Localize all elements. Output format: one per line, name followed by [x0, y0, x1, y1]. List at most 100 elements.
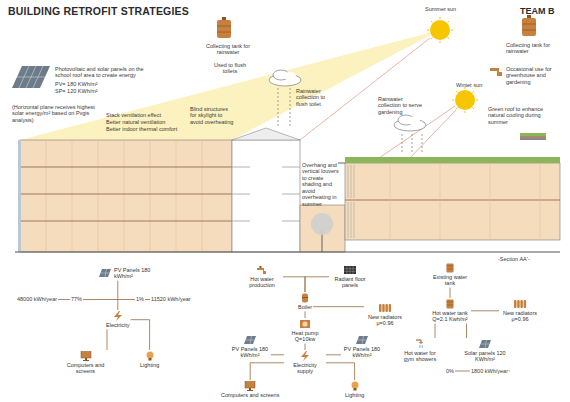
node-icon	[378, 303, 392, 313]
connector-line	[471, 310, 499, 311]
connector-block	[300, 205, 345, 252]
schematic-node: PV Panels 180 kWh/m²	[97, 266, 153, 281]
schematic-node: Hot water for gym showers	[399, 338, 441, 364]
node-icon	[298, 351, 312, 361]
node-text: Lighting	[345, 392, 364, 398]
node-icon	[298, 319, 312, 329]
node-text: PV Panels 180 kWh/m²	[114, 267, 152, 280]
connector-line	[450, 288, 451, 298]
solar-panel-roof-icon	[12, 66, 50, 88]
schematic-node: Radiant floor panels	[329, 264, 371, 290]
connector-line	[326, 363, 355, 380]
rain-tank-left	[217, 17, 231, 38]
node-text: New radiators μ=0.96	[365, 314, 405, 327]
node-text: Lighting	[140, 362, 159, 368]
connector-line	[305, 277, 329, 292]
node-icon	[478, 339, 492, 349]
connector-line	[326, 354, 341, 355]
ground-line	[15, 251, 560, 252]
node-text: Hot water production	[242, 276, 282, 289]
schematic-node: Computers and screens	[220, 380, 280, 399]
annotation-text: Occasional use for greenhouse and garden…	[506, 66, 554, 85]
connector-line	[305, 311, 306, 318]
annotation-text: (Horizontal plane receives highest solar…	[12, 104, 102, 123]
node-icon	[355, 335, 369, 345]
node-text: Radiant floor panels	[330, 276, 370, 289]
annotation-text: 0%	[445, 368, 455, 374]
node-icon	[143, 351, 157, 361]
tree	[311, 213, 333, 252]
annotation-text: Collecting tank for rainwater	[203, 43, 253, 56]
annotation-text: 77%	[70, 296, 83, 302]
connector-line	[271, 354, 284, 355]
connector-line	[283, 277, 305, 292]
green-roof-icon	[520, 133, 546, 140]
connector-line	[466, 324, 467, 338]
node-icon	[98, 268, 112, 278]
node-text: Computers and screens	[63, 362, 108, 375]
schematic-node: PV Panels 180 kWh/m²	[341, 334, 383, 360]
node-text: Electricity supply	[285, 362, 325, 375]
annotation-text: Blind structures for skylight to avoid o…	[190, 106, 234, 125]
node-text: Hot water for gym showers	[400, 350, 440, 363]
schematic-node: Lighting	[344, 380, 365, 399]
annotation-text: SP= 120 KWh/m²	[55, 88, 98, 94]
right-building	[338, 157, 560, 240]
annotation-text: Stack ventilation effect	[106, 112, 161, 118]
schematic-node: PV Panels 180 kWh/m²	[229, 334, 271, 360]
annotation-text: Used to flush toilets	[210, 62, 250, 75]
node-text: Boiler	[298, 304, 312, 310]
node-icon	[111, 311, 125, 321]
annotation-text: Rainwater collection to flush toilet	[296, 88, 336, 107]
sun-beam	[20, 30, 440, 140]
winter-sun	[452, 87, 478, 113]
annotation-text: Better indoor thermal comfort	[106, 126, 177, 132]
annotation-text: 11520 kWh/year	[150, 296, 192, 302]
schematic-node: Hot water production	[241, 264, 283, 290]
connector-line	[435, 324, 436, 338]
annotation-text: Winter sun	[456, 82, 482, 88]
annotation-text: -Section AA'-	[498, 256, 530, 262]
annotation-text: Collecting tank for rainwater	[506, 42, 552, 55]
annotation-text: PV= 180 KWh/m²	[55, 81, 98, 87]
annotation-text: Rainwater collection to serve gardening	[378, 96, 424, 115]
annotation-text: 1800 kWh/year	[470, 368, 509, 374]
summer-sun	[427, 17, 453, 43]
node-icon	[255, 265, 269, 275]
tap-icon	[490, 68, 502, 76]
annotation-text: TEAM B	[520, 6, 555, 17]
node-icon	[343, 265, 357, 275]
schematic-node: Heat pump Q=10kw	[284, 318, 326, 344]
schematic-node: Lighting	[139, 350, 160, 369]
annotation-text: 48000 kWh/year	[16, 296, 58, 302]
connector-line	[305, 344, 306, 350]
node-icon	[348, 381, 362, 391]
connector-line	[250, 363, 284, 380]
node-text: Solar panels 120 KWh/m²	[463, 350, 507, 363]
schematic-node: New radiators μ=0.96	[364, 302, 406, 328]
node-text: Hot water tank Q=2.1 Kwh/m²	[430, 310, 470, 323]
node-text: Computers and screens	[221, 392, 279, 398]
node-icon	[298, 293, 312, 303]
node-text: Existing water tank	[430, 274, 470, 287]
node-icon	[413, 339, 427, 349]
node-icon	[513, 299, 527, 309]
annotation-text: Summer sun	[425, 6, 456, 12]
connector-line	[131, 320, 150, 350]
annotation-text: Better natural ventilation	[106, 119, 165, 125]
schematic-node: Computers and screens	[62, 350, 109, 376]
node-text: Heat pump Q=10kw	[285, 330, 325, 343]
schematic-node: Electricity	[105, 310, 131, 329]
rain-tank-right	[522, 15, 536, 36]
atrium	[232, 128, 300, 252]
annotation-text: Green roof to enhance natural cooling du…	[488, 106, 552, 125]
schematic-node: New radiators μ=0.96	[499, 298, 541, 324]
cloud-right	[394, 115, 426, 153]
schematic-node: Hot water tank Q=2.1 Kwh/m²	[429, 298, 471, 324]
connector-line	[107, 329, 108, 350]
annotation-text: Photovoltaic and solar panels on the sch…	[55, 66, 155, 79]
schematic-node: Electricity supply	[284, 350, 326, 376]
connector-line	[117, 281, 118, 310]
annotation-text: 1%	[135, 296, 145, 302]
node-text: Electricity	[106, 322, 130, 328]
